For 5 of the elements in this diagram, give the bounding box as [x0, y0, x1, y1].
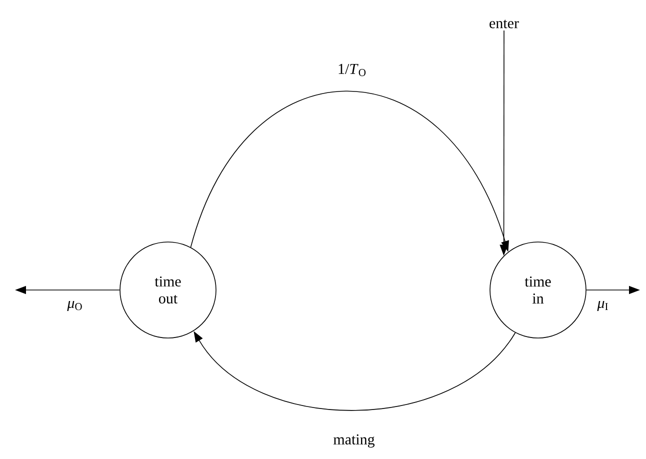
edge-label: 1/T$_{O}$ — [336, 62, 368, 78]
edge-label: mating — [332, 433, 376, 449]
edge-label: μ$_{O}$ — [66, 300, 84, 312]
input-label: enter — [490, 20, 519, 28]
edge-label: μ$_{I}$ — [596, 300, 610, 312]
